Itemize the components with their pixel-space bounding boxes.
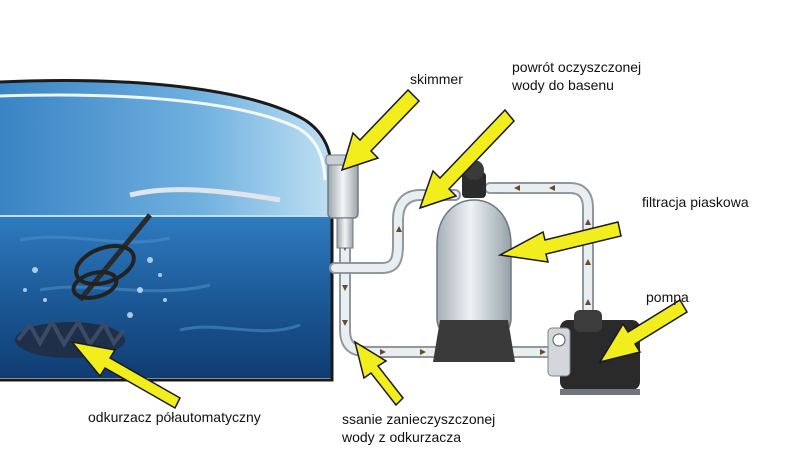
sand-filter-pointer-arrow — [497, 221, 622, 263]
pointer-arrows — [70, 88, 689, 410]
label-return-line: powrót oczyszczonej wody do basenu — [512, 59, 642, 93]
suction-pointer-arrow — [353, 340, 404, 407]
label-skimmer: skimmer — [410, 71, 463, 87]
sand-filter — [433, 160, 515, 362]
label-pump: pompa — [646, 289, 689, 305]
pump — [547, 310, 640, 395]
skimmer — [325, 154, 361, 249]
skimmer-pointer-arrow — [340, 88, 421, 172]
vacuum-pointer-arrow — [70, 340, 181, 410]
label-vacuum-cleaner: odkurzacz półautomatyczny — [88, 409, 261, 425]
pump-pointer-arrow — [598, 298, 689, 364]
label-suction-line: ssanie zanieczyszczonej wody z odkurzacz… — [342, 411, 496, 445]
pool-water-surface — [0, 81, 332, 218]
return-pointer-arrow — [418, 108, 516, 210]
pool — [0, 79, 334, 382]
label-sand-filter: filtracja piaskowa — [642, 194, 749, 210]
